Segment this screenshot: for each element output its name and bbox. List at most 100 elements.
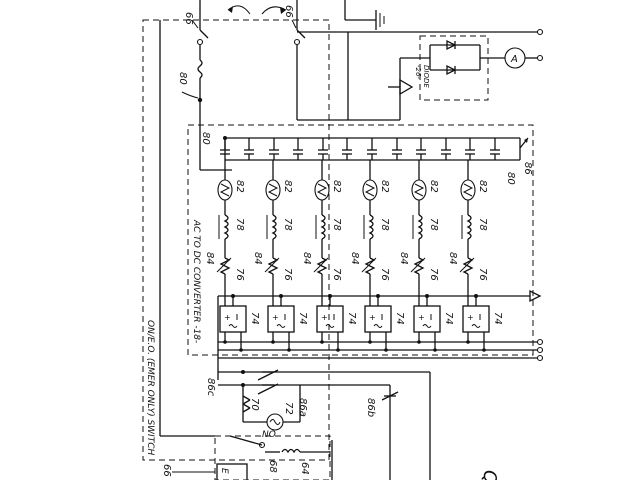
diode-icon bbox=[446, 39, 457, 51]
label-82: 82 bbox=[234, 180, 245, 193]
capacitor-icon bbox=[220, 138, 230, 160]
diode-caption-2: -26- bbox=[414, 65, 422, 79]
resistor-icon bbox=[410, 257, 426, 275]
label-84: 84 bbox=[447, 252, 458, 265]
inductor-icon bbox=[461, 214, 472, 240]
capacitor-icon bbox=[441, 138, 451, 160]
lamp-icon bbox=[217, 179, 233, 201]
lamp-icon bbox=[411, 179, 427, 201]
label-74: 74 bbox=[443, 312, 454, 325]
label-84: 84 bbox=[204, 252, 215, 265]
capacitor-icon bbox=[392, 138, 402, 160]
switch-caption: ON/E.O. (EMER ONLY) SWITCH bbox=[145, 320, 155, 455]
lamp-icon bbox=[362, 179, 378, 201]
label-82: 82 bbox=[379, 180, 390, 193]
figure-label: Q bbox=[479, 470, 500, 480]
label-80-top: 80 bbox=[177, 72, 188, 85]
inductor-icon bbox=[363, 214, 374, 240]
lamp-icon bbox=[314, 179, 330, 201]
bottom-device-box bbox=[216, 463, 248, 480]
label-74: 74 bbox=[492, 312, 503, 325]
resistor-icon bbox=[313, 257, 329, 275]
inductor-icon bbox=[218, 214, 229, 240]
label-66-bottom: 66 bbox=[161, 464, 172, 477]
label-82: 82 bbox=[282, 180, 293, 193]
diode-enclosure bbox=[419, 35, 489, 101]
label-66-top-a: 66 bbox=[183, 12, 194, 25]
converter-channel: 82 78 84 76 +74 bbox=[204, 160, 260, 352]
svg-text:+: + bbox=[467, 313, 474, 322]
diode-bridge: A DIODE -26- bbox=[388, 39, 544, 120]
label-84: 84 bbox=[301, 252, 312, 265]
ac-dc-converter-enclosure bbox=[187, 124, 534, 356]
label-68: 68 bbox=[267, 460, 278, 473]
svg-text:+: + bbox=[321, 313, 328, 322]
converter-caption: AC TO DC CONVERTER -18- bbox=[191, 219, 201, 343]
capacitor-icon bbox=[318, 138, 328, 160]
label-86a: 86a bbox=[297, 398, 308, 417]
label-86c: 86c bbox=[205, 378, 216, 397]
label-76: 76 bbox=[477, 268, 488, 281]
on-eo-switch-enclosure bbox=[142, 19, 330, 461]
rectifier-module-icon: + bbox=[364, 305, 392, 333]
label-82: 82 bbox=[428, 180, 439, 193]
label-76: 76 bbox=[379, 268, 390, 281]
inductor-icon bbox=[266, 214, 277, 240]
capacitor-icon bbox=[490, 138, 500, 160]
resistor-icon bbox=[216, 257, 232, 275]
svg-text:+: + bbox=[224, 313, 231, 322]
label-78: 78 bbox=[379, 218, 390, 231]
rectifier-module-icon: + bbox=[462, 305, 490, 333]
capacitor-row bbox=[220, 138, 520, 161]
label-84: 84 bbox=[252, 252, 263, 265]
arrow-terminal-icon bbox=[399, 78, 414, 96]
diode-caption-1: DIODE bbox=[422, 65, 430, 88]
converter-top-bus: 80 80 86 bbox=[200, 132, 533, 185]
label-78: 78 bbox=[477, 218, 488, 231]
label-86b: 86b bbox=[365, 398, 376, 417]
capacitor-icon bbox=[416, 138, 426, 160]
label-74: 74 bbox=[249, 312, 260, 325]
label-66-top-b: 66 bbox=[283, 5, 294, 18]
capacitor-icon bbox=[465, 138, 475, 160]
inductor-icon bbox=[412, 214, 423, 240]
top-right-feed bbox=[297, 0, 544, 120]
label-78: 78 bbox=[428, 218, 439, 231]
rectifier-module-icon: + bbox=[219, 305, 247, 333]
converter-output-buses bbox=[217, 289, 544, 380]
capacitor-icon bbox=[269, 138, 279, 160]
lower-section: 86c 70 72 86a 86b NO 68 64 E 66 Q bbox=[159, 20, 500, 480]
rectifier-module-icon: + bbox=[413, 305, 441, 333]
label-78: 78 bbox=[234, 218, 245, 231]
capacitor-icon bbox=[367, 138, 377, 160]
label-64: 64 bbox=[299, 462, 310, 475]
label-86: 86 bbox=[522, 162, 533, 175]
label-72: 72 bbox=[283, 402, 294, 415]
rectifier-module-icon: + bbox=[316, 305, 344, 333]
top-switch-section: 66 66 80 bbox=[177, 0, 400, 171]
capacitor-icon bbox=[342, 138, 352, 160]
converter-channels: 82 78 84 76 +74 82 78 84 76 +74 82 78 84 76 +74 82 78 84 7… bbox=[204, 160, 503, 352]
resistor-icon bbox=[264, 257, 280, 275]
resistor-icon bbox=[361, 257, 377, 275]
ammeter-label: A bbox=[510, 54, 518, 65]
svg-text:+: + bbox=[418, 313, 425, 322]
capacitor-icon bbox=[293, 138, 303, 160]
capacitor-icon bbox=[244, 138, 254, 160]
label-82: 82 bbox=[331, 180, 342, 193]
label-76: 76 bbox=[234, 268, 245, 281]
label-76: 76 bbox=[331, 268, 342, 281]
converter-channel: 82 78 84 76 +74 bbox=[398, 160, 454, 352]
label-78: 78 bbox=[331, 218, 342, 231]
label-84: 84 bbox=[398, 252, 409, 265]
label-80-bus: 80 bbox=[200, 132, 211, 145]
resistor-icon bbox=[459, 257, 475, 275]
svg-text:+: + bbox=[369, 313, 376, 322]
label-78: 78 bbox=[282, 218, 293, 231]
label-76: 76 bbox=[428, 268, 439, 281]
bottom-switch-enclosure bbox=[214, 435, 331, 480]
